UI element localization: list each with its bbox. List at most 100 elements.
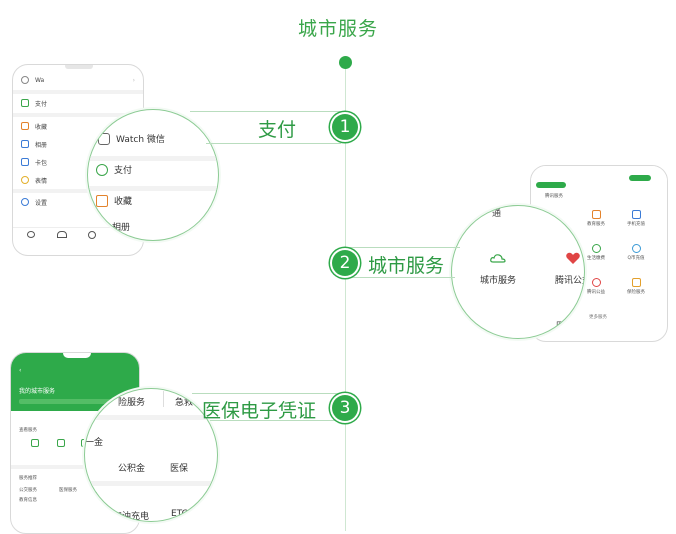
connector-1-top	[190, 111, 350, 112]
divider	[13, 113, 143, 117]
grid-item[interactable]: 教育服务	[579, 210, 613, 227]
circle2-top-text: 通	[492, 209, 502, 219]
zoom-circle-city-services: 通 城市服务 腾讯公益 医	[451, 205, 585, 339]
phone2-green-pill	[629, 175, 651, 181]
circle3-medical-insurance[interactable]: 医保	[170, 464, 189, 474]
circle1-item-label: 相册	[112, 223, 131, 233]
gear-icon	[21, 198, 29, 206]
phone3-section1: 查看服务	[19, 428, 37, 433]
grid-item[interactable]: Q币充值	[619, 244, 653, 261]
phone1-item-label: 表情	[35, 177, 48, 185]
grid-item-label: 保险服务	[627, 290, 645, 295]
phone1-top-label: Wa	[35, 76, 45, 84]
favorites-icon	[96, 194, 108, 207]
watch-icon	[21, 76, 29, 84]
phone1-item-label: 支付	[35, 100, 48, 108]
circle3-housing-fund[interactable]: 公积金	[118, 464, 146, 474]
more-services-link[interactable]: 更多服务	[589, 315, 607, 320]
grid-item-label: 腾讯公益	[587, 290, 605, 295]
watch-icon	[98, 132, 110, 145]
phone2-statusbar	[531, 166, 667, 186]
tabbar-divider	[13, 227, 143, 228]
phone1-item-album[interactable]: 相册	[13, 135, 143, 153]
chat-icon[interactable]	[27, 231, 35, 238]
phone3-list-item[interactable]: 教育信息	[19, 498, 37, 503]
phone2-header: 腾讯服务	[545, 194, 563, 199]
pay-icon	[96, 163, 108, 176]
phone1-item-label: 设置	[35, 199, 48, 207]
heart-icon	[565, 250, 581, 264]
divider	[88, 156, 218, 161]
pay-icon	[21, 99, 29, 107]
circle3-service-a[interactable]: 险服务	[118, 398, 146, 408]
phone-notch	[65, 65, 93, 69]
circle1-item-label: Watch 微信	[116, 135, 165, 145]
circle1-item-album[interactable]: 相册	[112, 220, 130, 233]
timeline-line	[345, 62, 346, 531]
discover-icon[interactable]	[88, 231, 96, 239]
circle1-item-watch[interactable]: Watch 微信	[98, 132, 165, 145]
divider	[88, 186, 218, 191]
phone1-item-pay[interactable]: 支付	[13, 94, 143, 112]
album-icon	[21, 140, 29, 148]
circle3-fuel-charging[interactable]: 加油充电	[113, 512, 150, 522]
step-2-label: 城市服务	[368, 255, 445, 277]
contacts-icon[interactable]	[57, 231, 67, 238]
connector-3-bottom	[210, 420, 340, 421]
circle3-side-text: 一金	[85, 438, 104, 448]
charity-icon	[591, 278, 601, 287]
service-icon[interactable]	[57, 439, 65, 447]
grid-item-label: 手机充值	[627, 222, 645, 227]
phone1-item-cards[interactable]: 卡包	[13, 153, 143, 171]
service-icon[interactable]	[31, 439, 39, 447]
zoom-circle-medical-insurance: 险服务 急救 一金 公积金 医保 务 加油充电 ETC	[84, 388, 218, 522]
step-3-badge: 3	[332, 395, 358, 421]
circle2-city-services[interactable]: 城市服务	[480, 276, 517, 286]
phone3-list-item[interactable]: 医保服务	[59, 488, 77, 493]
phone1-item-settings[interactable]: 设置	[13, 193, 143, 211]
connector-2-top	[345, 247, 460, 248]
utilities-icon	[591, 244, 601, 253]
circle3-etc[interactable]: ETC	[171, 509, 188, 519]
phone3-banner-notice	[19, 399, 123, 404]
connector-1-bottom	[206, 143, 341, 144]
back-icon[interactable]: ‹	[19, 367, 22, 374]
phone1-item-label: 收藏	[35, 123, 48, 131]
grid-item[interactable]: 腾讯公益	[579, 278, 613, 295]
grid-item[interactable]: 保险服务	[619, 278, 653, 295]
divider	[13, 90, 143, 94]
phone-icon	[631, 210, 641, 219]
chevron-right-icon: ›	[132, 76, 135, 84]
step-2-badge: 2	[332, 250, 358, 276]
grid-item-label: 生活缴费	[587, 256, 605, 261]
grid-item-label: Q币充值	[627, 256, 645, 261]
divider	[11, 465, 139, 469]
education-icon	[591, 210, 601, 219]
phone1-item-favorites[interactable]: 收藏	[13, 117, 143, 135]
circle2-bottom-text: 医	[556, 322, 566, 332]
grid-item[interactable]: 生活缴费	[579, 244, 613, 261]
favorites-icon	[21, 122, 29, 130]
divider	[163, 391, 164, 407]
circle3-service-b[interactable]: 急救	[175, 398, 194, 408]
grid-item[interactable]: 手机充值	[619, 210, 653, 227]
phone1-item-stickers[interactable]: 表情	[13, 171, 143, 189]
cloud-icon	[490, 250, 506, 264]
sticker-icon	[21, 176, 29, 184]
phone3-list-item[interactable]: 公交服务	[19, 488, 37, 493]
qcoin-icon	[631, 244, 641, 253]
circle1-item-pay[interactable]: 支付	[96, 163, 132, 176]
connector-2-bottom	[345, 277, 455, 278]
step-1-label: 支付	[258, 119, 297, 141]
circle2-charity[interactable]: 腾讯公益	[555, 276, 584, 286]
circle1-item-favorites[interactable]: 收藏	[96, 194, 132, 207]
phone1-item-label: 相册	[35, 141, 48, 149]
phone3-section2: 服务推荐	[19, 476, 37, 481]
step-3-label: 医保电子凭证	[202, 400, 317, 422]
circle3-side-text-2: 务	[89, 492, 99, 502]
connector-3-top	[192, 393, 342, 394]
phone1-top-row[interactable]: Wa ›	[13, 71, 143, 89]
phone3-banner-title: 我的城市服务	[19, 388, 56, 395]
phone-notch	[63, 353, 91, 358]
phone1-item-label: 卡包	[35, 159, 48, 167]
